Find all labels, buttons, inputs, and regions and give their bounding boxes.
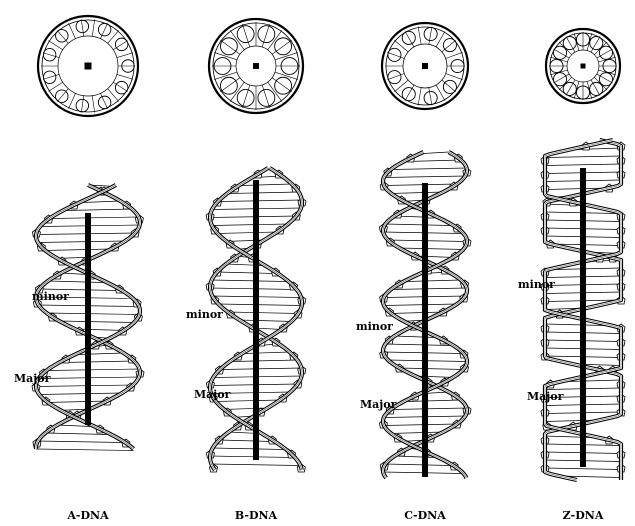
a-dna-top-view bbox=[38, 16, 138, 116]
z-dna-top-view bbox=[546, 29, 620, 103]
top-views bbox=[38, 16, 620, 116]
a-dna-minor-groove-label: minor bbox=[32, 290, 69, 303]
z-dna-minor-groove-label: minor bbox=[518, 278, 555, 291]
z-dna-title: Z-DNA bbox=[563, 509, 604, 522]
a-dna-axis bbox=[85, 213, 91, 425]
a-dna-title: A-DNA bbox=[67, 509, 108, 522]
a-dna-major-groove-label: Major bbox=[14, 372, 50, 385]
b-dna-major-groove-label: Major bbox=[194, 388, 230, 401]
c-dna-major-groove-label: Major bbox=[360, 398, 396, 411]
a-dna-helix bbox=[32, 185, 144, 451]
z-dna-axis bbox=[580, 168, 586, 467]
b-dna-title: B-DNA bbox=[235, 509, 277, 522]
z-dna-helix bbox=[541, 140, 625, 480]
c-dna-title: C-DNA bbox=[404, 509, 445, 522]
b-dna-minor-groove-label: minor bbox=[186, 308, 223, 321]
side-views bbox=[32, 140, 625, 480]
c-dna-top-view bbox=[382, 23, 468, 109]
c-dna-helix bbox=[379, 152, 471, 478]
b-dna-top-view bbox=[209, 19, 303, 113]
c-dna-axis bbox=[422, 183, 428, 477]
z-dna-major-groove-label: Major bbox=[527, 390, 563, 403]
c-dna-minor-groove-label: minor bbox=[356, 320, 393, 333]
b-dna-axis bbox=[253, 180, 259, 460]
